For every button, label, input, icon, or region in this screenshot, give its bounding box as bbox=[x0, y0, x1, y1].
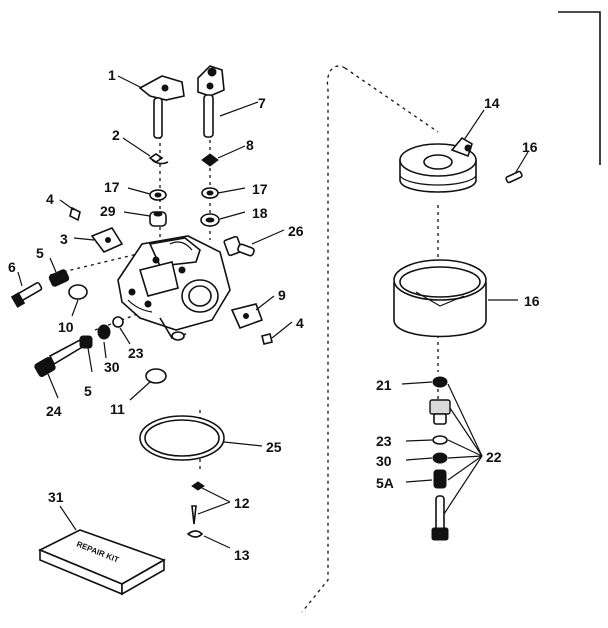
callout-13: 13 bbox=[234, 547, 250, 563]
callout-23-left: 23 bbox=[128, 345, 144, 361]
part-13 bbox=[186, 530, 204, 538]
callout-1: 1 bbox=[108, 67, 116, 83]
gasket-11-part bbox=[145, 368, 167, 384]
callout-8: 8 bbox=[246, 137, 254, 153]
float-bowl-16-part bbox=[393, 259, 487, 338]
callout-2: 2 bbox=[112, 127, 120, 143]
callout-16-bowl: 16 bbox=[524, 293, 540, 309]
callout-26: 26 bbox=[288, 223, 304, 239]
throttle-spring-part bbox=[201, 153, 219, 167]
enclosure-dashed-left bbox=[301, 65, 346, 613]
screw-4-left-part bbox=[69, 206, 81, 222]
callout-30-left: 30 bbox=[104, 359, 120, 375]
callout-22: 22 bbox=[486, 449, 502, 465]
needle-22-lower-part bbox=[431, 495, 449, 541]
choke-shaft-part bbox=[138, 75, 185, 139]
part-12-pin bbox=[191, 505, 197, 525]
callout-4-right: 4 bbox=[296, 315, 304, 331]
ring-30-right-part bbox=[432, 452, 448, 464]
callout-3: 3 bbox=[60, 231, 68, 247]
spring-5-lower-part bbox=[79, 335, 93, 349]
callout-24: 24 bbox=[46, 403, 62, 419]
carburetor-body-part bbox=[117, 235, 231, 341]
callout-5-lower: 5 bbox=[84, 383, 92, 399]
callout-5-upper: 5 bbox=[36, 245, 44, 261]
callout-17-right: 17 bbox=[252, 181, 268, 197]
callout-12: 12 bbox=[234, 495, 250, 511]
needle-24-part bbox=[34, 338, 86, 377]
callout-21: 21 bbox=[376, 377, 392, 393]
ring-21-part bbox=[432, 376, 448, 388]
seal-18-part bbox=[200, 213, 220, 227]
callout-11: 11 bbox=[110, 401, 125, 417]
part-12-upper bbox=[191, 481, 205, 491]
callout-numbers: 1 2 3 4 4 5 5 6 7 8 9 10 11 12 13 14 16 … bbox=[8, 67, 540, 563]
idle-screw-6-part bbox=[10, 281, 43, 308]
screw-4-right-part bbox=[261, 333, 273, 345]
callout-17-left: 17 bbox=[104, 179, 120, 195]
bowl-gasket-25-part bbox=[139, 415, 225, 461]
callout-4-left: 4 bbox=[46, 191, 54, 207]
fuel-fitting-26-part bbox=[223, 235, 255, 257]
callout-5A: 5A bbox=[376, 475, 394, 491]
float-14-part bbox=[399, 136, 477, 193]
callout-6: 6 bbox=[8, 259, 16, 275]
gasket-10-part bbox=[68, 284, 88, 300]
frame-corner bbox=[558, 11, 601, 165]
callout-14: 14 bbox=[484, 95, 500, 111]
callout-30-right: 30 bbox=[376, 453, 392, 469]
choke-spring-part bbox=[148, 153, 169, 165]
callout-25: 25 bbox=[266, 439, 282, 455]
leader-lines bbox=[17, 75, 529, 549]
washer-23-part bbox=[112, 316, 124, 328]
repair-kit-31-part: REPAIR KIT bbox=[38, 529, 166, 596]
callout-18: 18 bbox=[252, 205, 268, 221]
throttle-shaft-part bbox=[197, 65, 225, 138]
spring-5-left-part bbox=[48, 269, 70, 287]
ring-30-part bbox=[97, 324, 111, 340]
fitting-22-part bbox=[429, 399, 451, 425]
callout-7: 7 bbox=[258, 95, 266, 111]
spring-5A-part bbox=[433, 469, 447, 489]
callout-9: 9 bbox=[278, 287, 286, 303]
washer-23-right-part bbox=[432, 435, 448, 445]
enclosure-dashed-top bbox=[344, 67, 439, 133]
seal-29-part bbox=[149, 211, 167, 227]
callout-23-right: 23 bbox=[376, 433, 392, 449]
callout-10: 10 bbox=[58, 319, 74, 335]
callout-16-pin: 16 bbox=[522, 139, 538, 155]
pin-16-part bbox=[505, 170, 523, 184]
callout-31: 31 bbox=[48, 489, 64, 505]
callout-29: 29 bbox=[100, 203, 116, 219]
